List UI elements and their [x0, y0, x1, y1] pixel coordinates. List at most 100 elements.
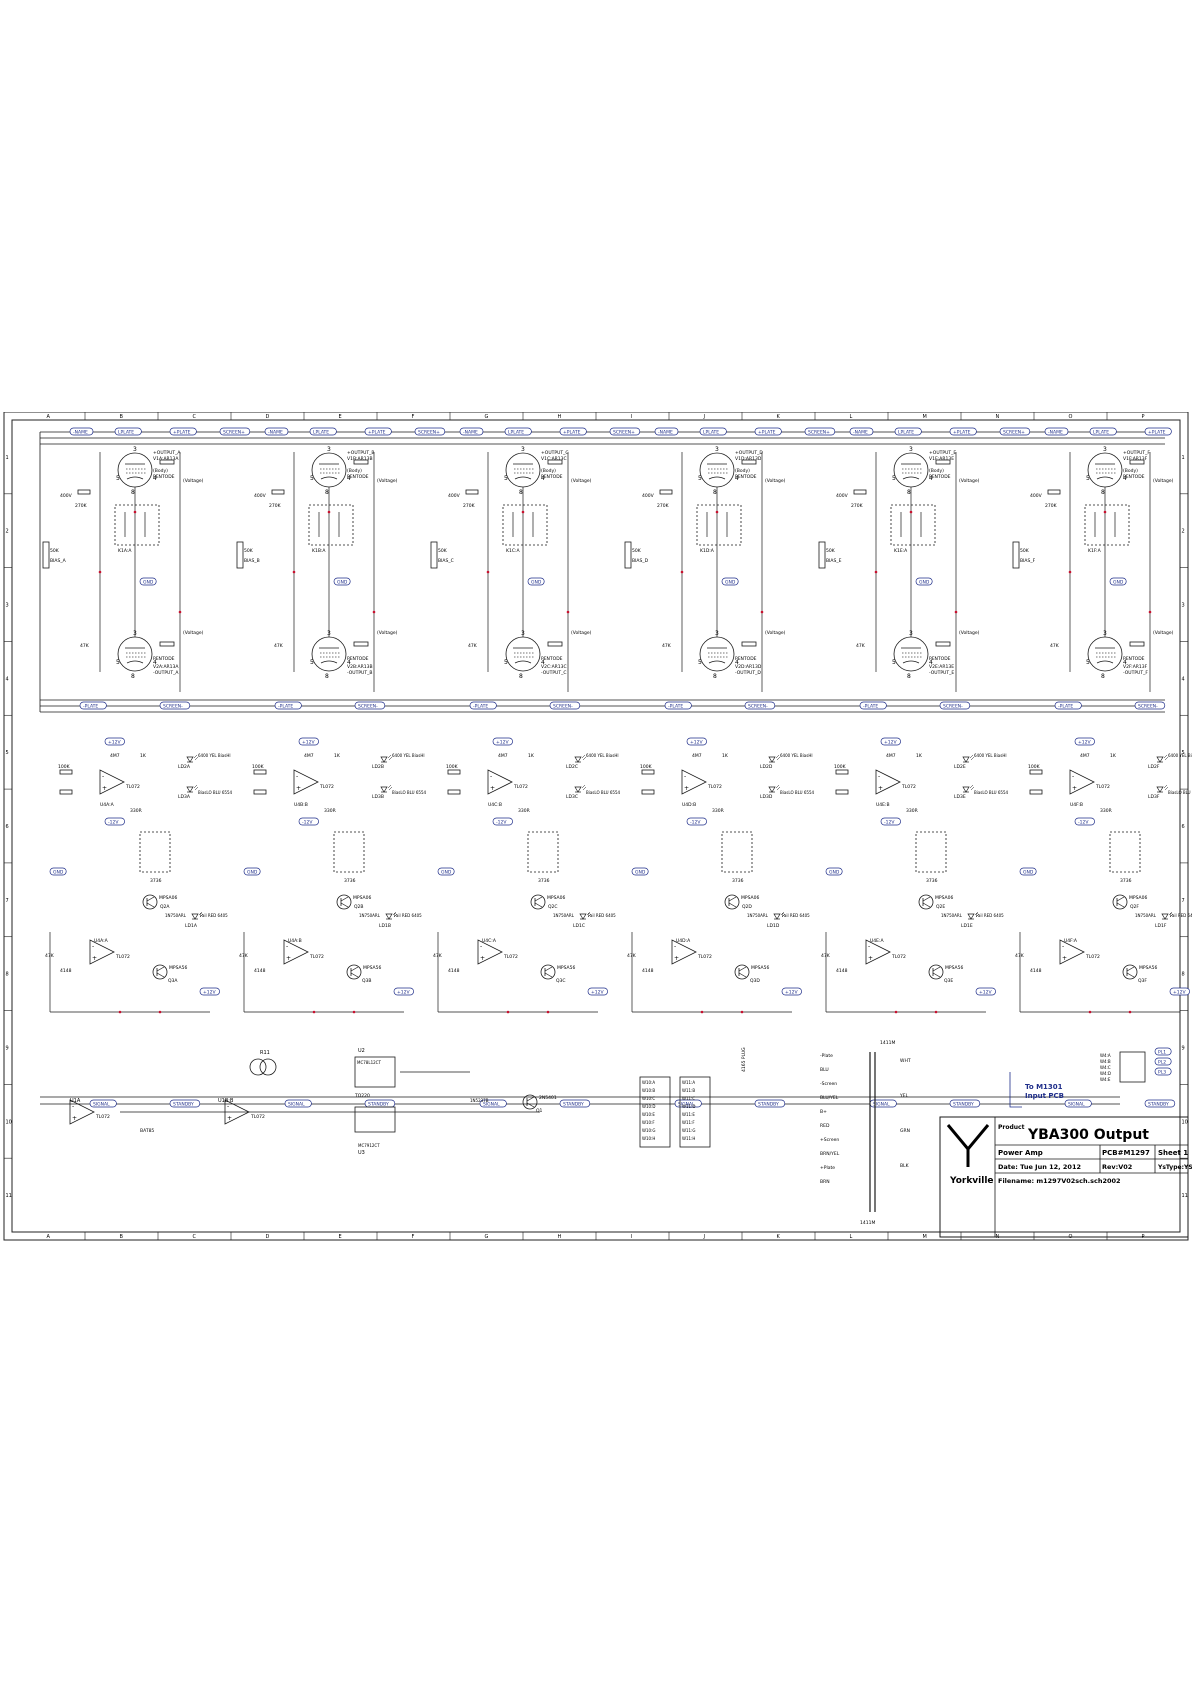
grid-row-label: 8 [6, 972, 9, 978]
pin-label: 3 [133, 446, 137, 453]
led [186, 784, 199, 793]
junction-dot [680, 570, 684, 574]
transistor-label: MPSA56 [945, 965, 963, 971]
net-label: SCREEN- [163, 704, 183, 710]
diode-label: BAT85 [140, 1128, 154, 1134]
pin-label: 4 [929, 475, 933, 482]
grid-row-label: 10 [1182, 1119, 1188, 1125]
resistor [159, 641, 175, 647]
net-label: LPLATE [313, 430, 329, 436]
junction-dot [312, 1010, 316, 1014]
net-label: +PLATE [953, 430, 971, 436]
net-label-frame [298, 817, 319, 826]
pin-label: W10:F [642, 1120, 655, 1125]
grid-row-label: 11 [6, 1193, 12, 1199]
led [1156, 754, 1169, 763]
op-amp-plus: + [102, 785, 107, 792]
op-amp-body [283, 939, 309, 965]
transistor-ref: Q2C [548, 904, 558, 910]
transistor-emitter [1116, 902, 1125, 908]
tube-part-label: V2B:AR13B [347, 664, 373, 670]
pin-label: 4 [735, 475, 739, 482]
tube-output-label: +OUTPUT_A [153, 450, 181, 456]
bias-label: BIAS_B [244, 558, 260, 564]
tube-type-label: PENTODE [735, 474, 757, 480]
net-label-frame [104, 817, 125, 826]
grid-column-label: I [631, 1234, 632, 1240]
voltage-label: (Voltage) [1153, 478, 1174, 484]
net-label-frame [1089, 427, 1117, 436]
transistor: MPSA06 [1112, 894, 1147, 910]
voltage-value: 400V [1030, 493, 1043, 499]
grid-column-label: C [193, 1234, 197, 1240]
transistor-emitter [922, 902, 931, 908]
transformer-wire: GRN [900, 1128, 910, 1134]
net-label-frame [664, 701, 692, 710]
relay-label: K1B:A [312, 548, 326, 554]
net-label: STANDBY [1148, 1102, 1169, 1108]
op-amp: -+TL072 [283, 939, 324, 965]
resistor [935, 641, 951, 647]
grid-column-label: K [777, 414, 781, 420]
led-triangle [768, 756, 776, 763]
relay-coil-label: 3736 [150, 878, 162, 884]
junction-dot [909, 510, 913, 514]
op-amp-body [875, 769, 901, 795]
transistor-body [928, 964, 944, 980]
net-label-frame [1144, 1099, 1176, 1108]
grid-column-label: E [339, 414, 342, 420]
pin-label: 4 [929, 659, 933, 666]
tube-envelope [311, 636, 347, 672]
net-label: SCREEN+ [1003, 430, 1025, 436]
relay-box [308, 504, 354, 546]
transistor-emitter [156, 972, 165, 978]
tube-cathode [1096, 476, 1114, 480]
product-name: YBA300 Output [1027, 1127, 1149, 1143]
junction-dot [178, 610, 182, 614]
pin-label: 3 [521, 446, 525, 453]
tube-envelope [1087, 636, 1123, 672]
led [385, 911, 398, 920]
pin-label: 3 [327, 446, 331, 453]
led-triangle [773, 913, 781, 920]
resistor-value: 100K [1028, 764, 1041, 770]
junction-dot [133, 510, 137, 514]
grid-row-label: 9 [1182, 1045, 1185, 1051]
op-amp-body [89, 939, 115, 965]
tube-part-label: V1E:AR13E [929, 456, 954, 462]
resistor [741, 641, 757, 647]
transistor-ref: Q2D [742, 904, 752, 910]
net-label-frame [1064, 1099, 1092, 1108]
relay-coil-label: 3736 [732, 878, 744, 884]
led-arrow [1163, 784, 1168, 789]
junction-dot [352, 1010, 356, 1014]
resistor-value: 4M7 [1080, 753, 1090, 759]
transistor-ref: Q3E [944, 978, 953, 984]
net-label-frame [1074, 817, 1095, 826]
led-arrow [194, 786, 199, 791]
net-label: +12V [302, 740, 315, 746]
resistor-value: 4M7 [692, 753, 702, 759]
led-ref: LD2B [372, 764, 384, 770]
tube-type-label: PENTODE [1123, 656, 1145, 662]
transistor-collector [544, 966, 553, 972]
tube-type-label: PENTODE [347, 474, 369, 480]
grid-row-label: 6 [1182, 824, 1185, 830]
pin-label: W10:A [642, 1080, 655, 1085]
pin-label: 5 [698, 475, 702, 482]
transistor: MPSA56 [928, 964, 963, 980]
led-note: Fail RED 6405 [200, 913, 228, 918]
op-amp: -+TL072 [487, 769, 528, 795]
op-amp-ref: U4E:A [870, 938, 885, 944]
junction-dot [1068, 570, 1072, 574]
op-amp-label: TL072 [125, 784, 140, 790]
resistor [447, 789, 461, 795]
net-label-frame [243, 867, 261, 876]
regulator-pos [354, 1056, 396, 1088]
grid-column-label: N [996, 414, 1000, 420]
net-label: GND [247, 870, 258, 876]
net-label: +PLATE [1148, 430, 1166, 436]
